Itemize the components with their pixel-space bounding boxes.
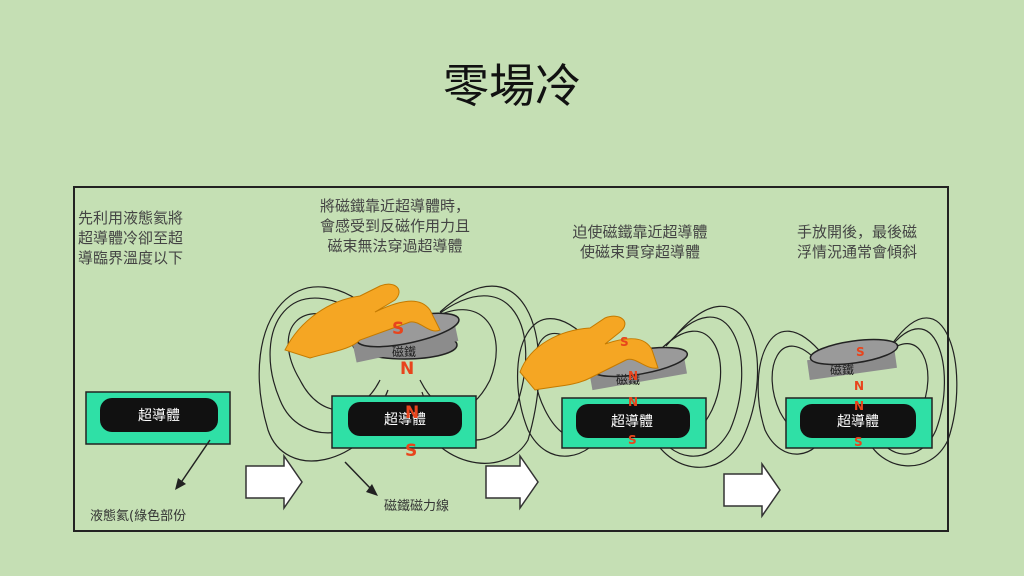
liquid-helium-note: 液態氦(綠色部份 bbox=[90, 508, 186, 524]
caption-line: 會感受到反磁作用力且 bbox=[319, 217, 470, 235]
step-arrow-2 bbox=[485, 453, 539, 511]
superconductor-disk bbox=[576, 404, 690, 438]
magnet-top bbox=[809, 338, 899, 366]
superconductor-label: 超導體 bbox=[384, 412, 426, 428]
pole-s-sc: S bbox=[405, 441, 417, 461]
caption-line: 手放開後，最後磁 bbox=[796, 223, 917, 241]
caption-step-3: 迫使磁鐵靠近超導體 使磁束貫穿超導體 bbox=[545, 222, 735, 262]
caption-step-2: 將磁鐵靠近超導體時， 會感受到反磁作用力且 磁束無法穿過超導體 bbox=[290, 196, 500, 256]
pole-n-bottom: N bbox=[854, 379, 864, 393]
pole-n-sc: N bbox=[854, 399, 864, 413]
caption-step-4: 手放開後，最後磁 浮情況通常會傾斜 bbox=[772, 222, 942, 262]
caption-line: 迫使磁鐵靠近超導體 bbox=[572, 223, 708, 241]
pole-s-top: S bbox=[620, 335, 629, 349]
superconductor-disk bbox=[348, 402, 462, 436]
pole-n-bottom: N bbox=[628, 369, 638, 383]
caption-line: 浮情況通常會傾斜 bbox=[796, 243, 917, 261]
step-1-group: 超導體 液態氦(綠色部份 bbox=[85, 391, 231, 524]
magnet: 磁鐵 bbox=[807, 338, 899, 381]
field-line bbox=[517, 318, 607, 457]
page-title: 零場冷 bbox=[443, 59, 581, 113]
caption-line: 導臨界溫度以下 bbox=[78, 249, 184, 267]
caption-line: 將磁鐵靠近超導體時， bbox=[319, 197, 470, 215]
pole-s-top: S bbox=[856, 345, 865, 359]
magnet-label: 磁鐵 bbox=[392, 344, 416, 359]
superconductor-label: 超導體 bbox=[837, 414, 879, 430]
caption-step-1: 先利用液態氦將 超導體冷卻至超 導臨界溫度以下 bbox=[78, 208, 228, 268]
caption-line: 先利用液態氦將 bbox=[78, 209, 184, 227]
field-line bbox=[653, 316, 743, 457]
caption-line: 使磁束貫穿超導體 bbox=[579, 243, 700, 261]
pole-s-top: S bbox=[392, 319, 404, 339]
pole-n-sc: N bbox=[405, 403, 419, 423]
magnet-label: 磁鐵 bbox=[830, 362, 854, 377]
pole-s-sc: S bbox=[854, 435, 863, 449]
superconductor-disk bbox=[100, 398, 218, 432]
caption-line: 磁束無法穿過超導體 bbox=[327, 237, 463, 255]
pole-n-bottom: N bbox=[400, 359, 414, 379]
step-arrow-1 bbox=[245, 453, 303, 511]
superconductor-label: 超導體 bbox=[611, 414, 653, 430]
hand-shape bbox=[519, 315, 659, 391]
field-line bbox=[258, 286, 397, 462]
pointer-line bbox=[344, 461, 373, 491]
magnet-label: 磁鐵 bbox=[616, 372, 640, 387]
caption-line: 超導體冷卻至超 bbox=[78, 229, 184, 247]
step-arrow-3 bbox=[723, 461, 781, 519]
superconductor-label: 超導體 bbox=[138, 408, 180, 424]
pole-n-sc: N bbox=[628, 395, 638, 409]
hand-shape bbox=[284, 283, 441, 359]
field-line bbox=[757, 330, 827, 455]
field-line bbox=[409, 285, 540, 464]
pointer-arrowhead bbox=[175, 478, 186, 490]
pointer-arrowhead bbox=[366, 484, 378, 496]
superconductor-disk bbox=[800, 404, 916, 438]
pole-s-sc: S bbox=[628, 433, 637, 447]
field-line bbox=[875, 328, 945, 455]
field-line bbox=[649, 305, 759, 468]
field-line bbox=[865, 317, 958, 467]
pointer-line bbox=[179, 439, 211, 485]
field-lines-note: 磁鐵磁力線 bbox=[384, 498, 449, 514]
